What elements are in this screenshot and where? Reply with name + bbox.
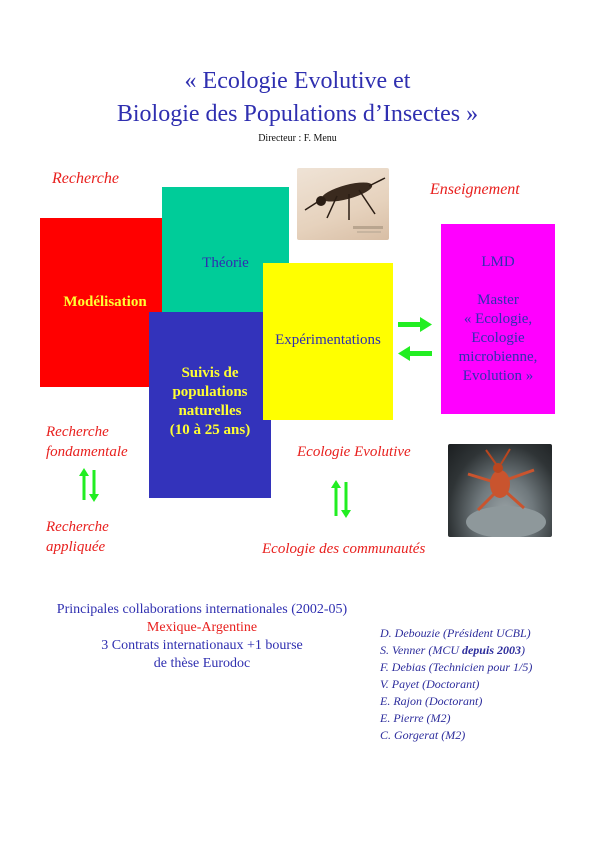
staff-item: E. Pierre (M2) bbox=[380, 711, 451, 725]
suivis-line: (10 à 25 ans) bbox=[169, 422, 251, 438]
insect-icon bbox=[304, 177, 386, 233]
insect-photo-2 bbox=[448, 444, 552, 537]
arrow-up-icon bbox=[331, 480, 341, 516]
lmd-line: LMD bbox=[481, 253, 515, 270]
suivis-line: populations bbox=[172, 384, 248, 400]
arrow-left-icon bbox=[398, 346, 432, 361]
director-caption: Directeur : F. Menu bbox=[258, 133, 337, 144]
suivis-box: Suivis de populations naturelles (10 à 2… bbox=[149, 312, 271, 498]
lmd-line: Evolution » bbox=[462, 367, 534, 384]
suivis-line: Suivis de bbox=[181, 365, 239, 381]
lmd-line: « Ecologie, bbox=[463, 310, 533, 327]
staff-item: D. Debouzie (Président UCBL) bbox=[380, 626, 531, 640]
collaborations-contracts-2: de thèse Eurodoc bbox=[153, 656, 251, 671]
lmd-line bbox=[459, 272, 538, 291]
updown-arrows-right bbox=[331, 480, 351, 518]
arrow-right-icon bbox=[398, 317, 432, 332]
label-line: appliquée bbox=[46, 539, 106, 555]
staff-item: S. Venner (MCU depuis 2003) bbox=[380, 642, 532, 659]
lmd-line: microbienne, bbox=[458, 348, 538, 365]
modelisation-label: Modélisation bbox=[63, 294, 147, 310]
insect-photo-1 bbox=[297, 168, 389, 240]
staff-bold: depuis 2003 bbox=[461, 643, 521, 657]
arrow-down-icon bbox=[89, 470, 99, 502]
recherche-label: Recherche bbox=[52, 170, 119, 187]
label-line: Recherche bbox=[46, 424, 109, 440]
lmd-line: Master bbox=[477, 291, 519, 308]
suivis-line: naturelles bbox=[178, 403, 242, 419]
arrow-down-icon bbox=[341, 482, 351, 518]
recherche-fondamentale-label: Recherche fondamentale bbox=[46, 422, 128, 462]
lmd-box: LMD Master « Ecologie, Ecologie microbie… bbox=[441, 224, 555, 414]
staff-tail: ) bbox=[521, 643, 525, 657]
lmd-line: Ecologie bbox=[471, 329, 525, 346]
experimentations-box: Expérimentations bbox=[263, 263, 393, 420]
staff-item: V. Payet (Doctorant) bbox=[380, 677, 480, 691]
lmd-text: LMD Master « Ecologie, Ecologie microbie… bbox=[459, 253, 538, 386]
page-title-line-1: « Ecologie Evolutive et bbox=[184, 68, 411, 94]
recherche-appliquee-label: Recherche appliquée bbox=[46, 517, 109, 557]
arrow-up-icon bbox=[79, 468, 89, 500]
staff-text: S. Venner (MCU bbox=[380, 643, 462, 657]
staff-item: F. Debias (Technicien pour 1/5) bbox=[380, 660, 533, 674]
modelisation-box: Modélisation bbox=[40, 218, 170, 387]
experimentations-label: Expérimentations bbox=[275, 332, 381, 348]
theorie-label: Théorie bbox=[202, 255, 249, 271]
suivis-text: Suivis de populations naturelles (10 à 2… bbox=[170, 364, 250, 440]
ecologie-evolutive-label: Ecologie Evolutive bbox=[297, 444, 411, 460]
collaborations-heading: Principales collaborations international… bbox=[56, 602, 348, 617]
staff-item: C. Gorgerat (M2) bbox=[380, 728, 466, 742]
ecologie-communautes-label: Ecologie des communautés bbox=[262, 541, 426, 557]
label-line: fondamentale bbox=[46, 444, 128, 460]
page-title-line-2: Biologie des Populations d’Insectes » bbox=[116, 101, 479, 127]
insect-icon bbox=[466, 448, 546, 537]
enseignement-label: Enseignement bbox=[430, 181, 520, 198]
staff-item: E. Rajon (Doctorant) bbox=[380, 694, 483, 708]
staff-list: D. Debouzie (Président UCBL) S. Venner (… bbox=[380, 625, 532, 744]
collaborations-countries: Mexique-Argentine bbox=[146, 620, 258, 635]
exchange-arrows bbox=[398, 317, 432, 361]
label-line: Recherche bbox=[46, 519, 109, 535]
collaborations-contracts-1: 3 Contrats internationaux +1 bourse bbox=[101, 638, 303, 653]
updown-arrows-left bbox=[79, 468, 99, 502]
